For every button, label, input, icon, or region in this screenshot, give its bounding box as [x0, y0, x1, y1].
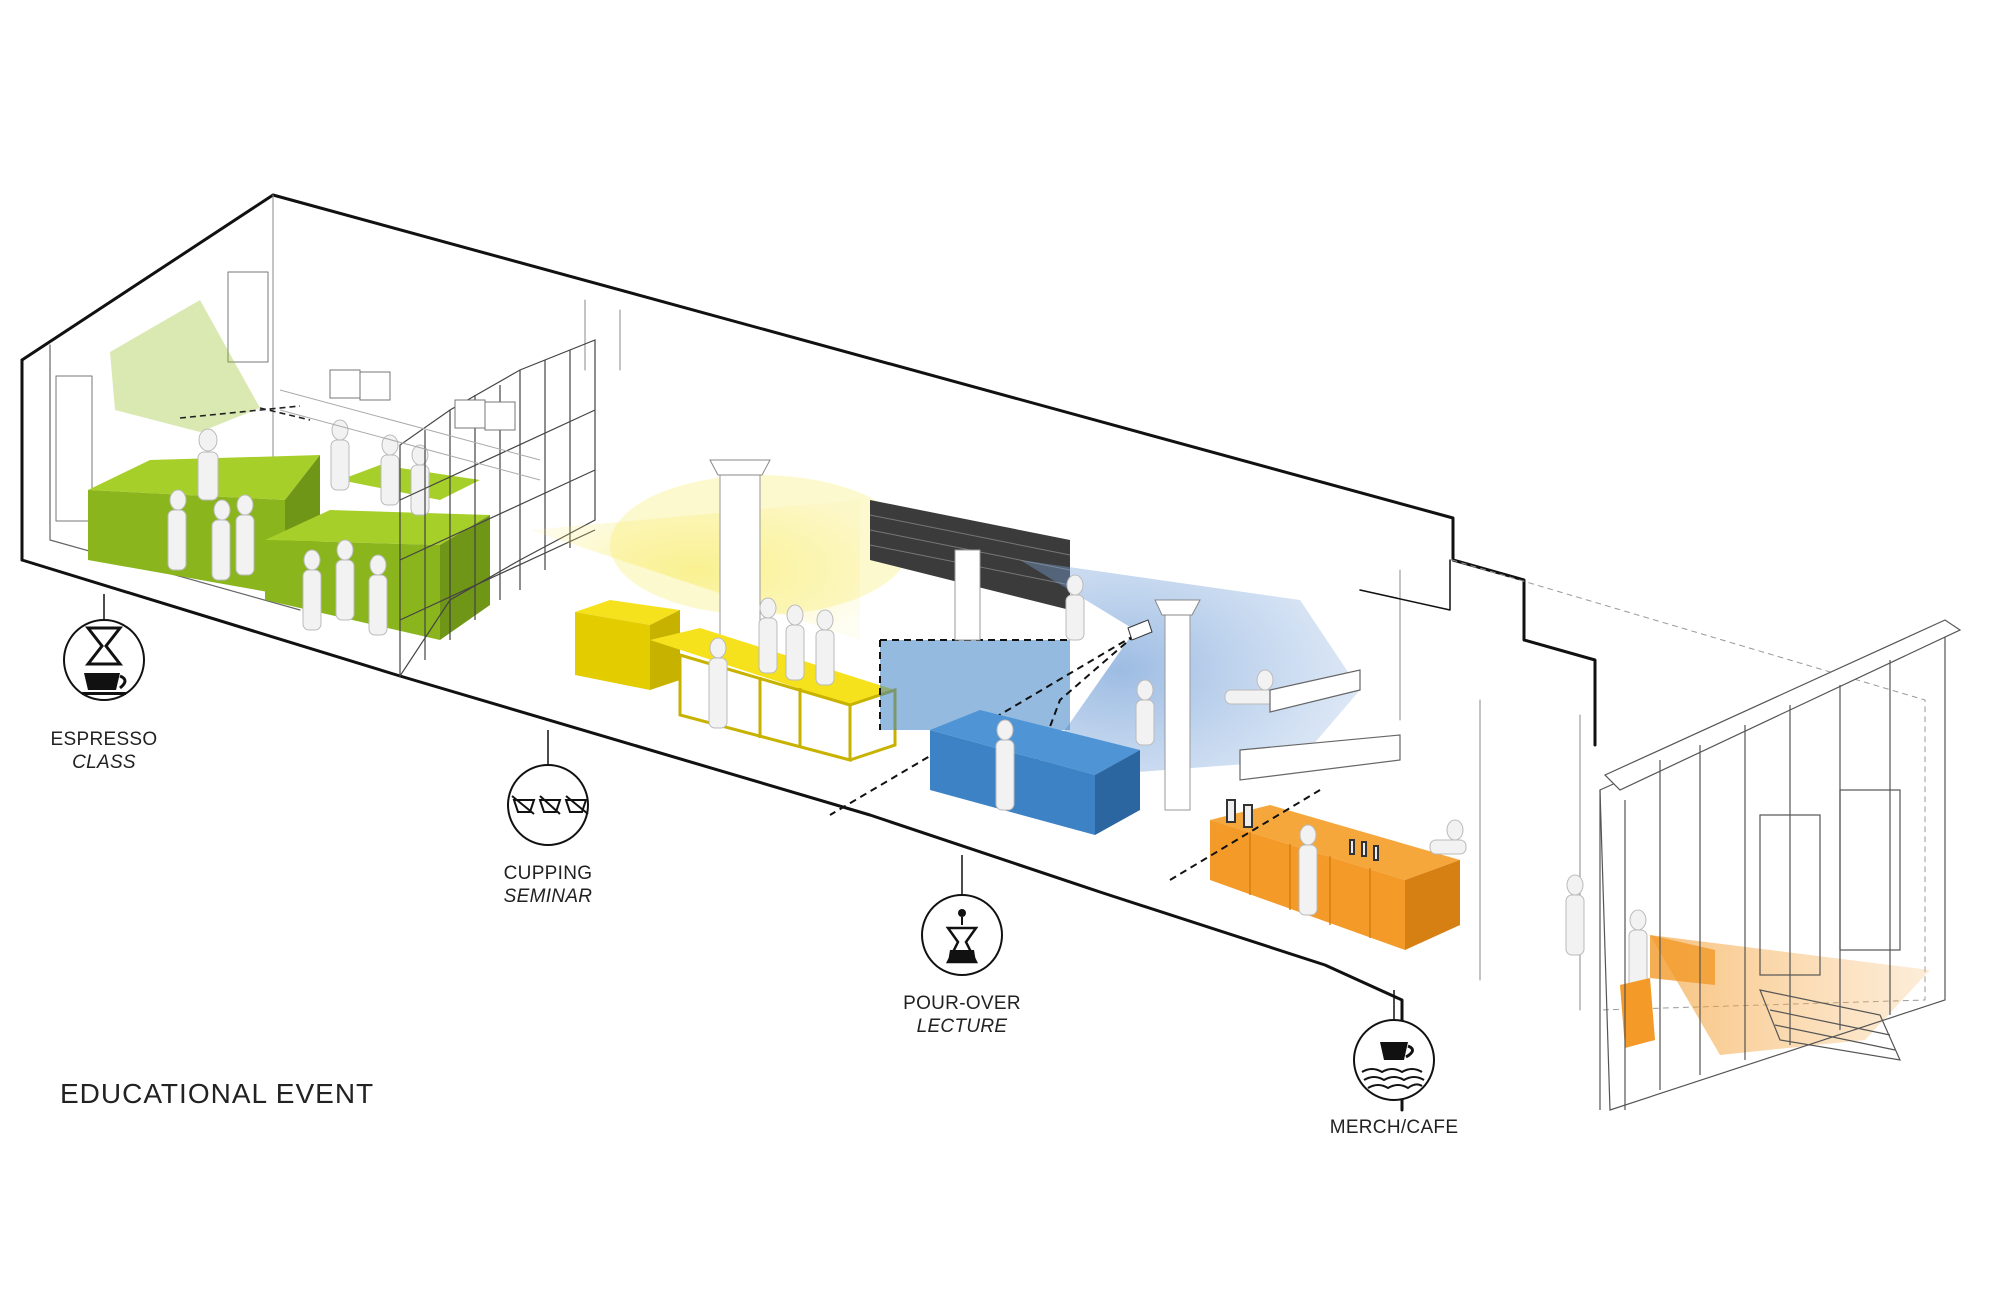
pour-over-lecture-zone — [829, 549, 1401, 835]
espresso-class-zone — [88, 300, 596, 679]
label-espresso-line1: ESPRESSO — [50, 729, 158, 750]
label-pourover-line1: POUR-OVER — [903, 993, 1021, 1014]
label-cupping-line1: CUPPING — [503, 863, 593, 884]
cupping-seminar-zone — [530, 459, 1071, 762]
label-merch-line1: MERCH/CAFE — [1329, 1117, 1459, 1138]
cup-beans-icon — [1361, 1042, 1425, 1090]
equipment — [279, 369, 541, 481]
hourglass-cup-icon — [82, 626, 127, 695]
label-leaders — [103, 594, 1395, 1020]
chemex-icon — [945, 909, 979, 964]
label-pourover-line2: LECTURE — [916, 1016, 1008, 1037]
label-espresso-class: ESPRESSO CLASS — [4, 728, 204, 774]
espresso-icon-badge — [63, 619, 145, 701]
merch-cafe-zone — [1169, 789, 1930, 1055]
diagram-title: EDUCATIONAL EVENT — [60, 1078, 375, 1109]
label-cupping-seminar: CUPPING SEMINAR — [448, 862, 648, 908]
cupping-icon-badge — [507, 764, 589, 846]
label-cupping-line2: SEMINAR — [503, 886, 593, 907]
pourover-icon-badge — [921, 894, 1003, 976]
label-merch-cafe: MERCH/CAFE — [1294, 1116, 1494, 1139]
label-espresso-line2: CLASS — [72, 752, 136, 773]
merch-icon-badge — [1353, 1019, 1435, 1101]
facade — [1599, 619, 1962, 1111]
label-pour-over-lecture: POUR-OVER LECTURE — [862, 992, 1062, 1038]
cupping-bowls-icon — [511, 795, 589, 815]
